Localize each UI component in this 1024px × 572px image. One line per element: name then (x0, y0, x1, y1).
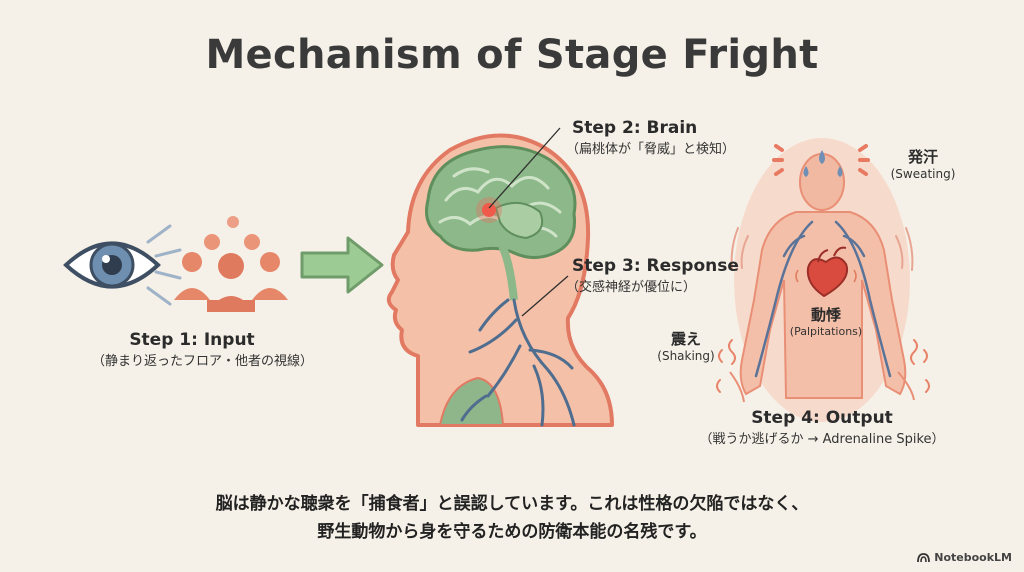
step4-label: Step 4: Output (751, 408, 893, 428)
shaking-label: 震え (670, 330, 701, 348)
eye-icon (63, 241, 161, 289)
palpitations-sublabel: (Palpitations) (789, 325, 863, 338)
step3-label: Step 3: Response (572, 256, 739, 276)
notebooklm-logo-icon (917, 553, 931, 563)
brand: NotebookLM (917, 551, 1012, 564)
page-title: Mechanism of Stage Fright (205, 32, 819, 78)
arrow-icon (300, 236, 384, 294)
sweating-label: 発汗 (907, 148, 938, 166)
step2-label: Step 2: Brain (572, 118, 698, 138)
step1-sublabel: （静まり返ったフロア・他者の視線） (92, 354, 314, 369)
heart-icon (795, 246, 857, 298)
step2-sublabel: （扁桃体が「脅威」と検知） (566, 142, 736, 157)
brand-label: NotebookLM (934, 551, 1012, 564)
head-brain-icon (386, 127, 614, 427)
step3-sublabel: （交感神経が優位に） (566, 280, 697, 295)
shaking-sublabel: (Shaking) (657, 349, 715, 363)
caption: 脳は静かな聴衆を「捕食者」と誤認しています。これは性格の欠陥ではなく、 野生動物… (0, 490, 1024, 546)
sweat-drops-icon (772, 144, 870, 177)
caption-line-1: 脳は静かな聴衆を「捕食者」と誤認しています。これは性格の欠陥ではなく、 (215, 494, 809, 514)
gaze-lines-icon (146, 224, 182, 306)
step1-label: Step 1: Input (129, 330, 255, 350)
caption-line-2: 野生動物から身を守るための防衛本能の名残です。 (317, 522, 707, 542)
sweating-sublabel: (Sweating) (890, 167, 956, 181)
audience-icon (174, 216, 288, 312)
palpitations-label: 動悸 (810, 306, 841, 324)
step4-sublabel: （戦うか逃げるか → Adrenaline Spike） (699, 432, 945, 447)
